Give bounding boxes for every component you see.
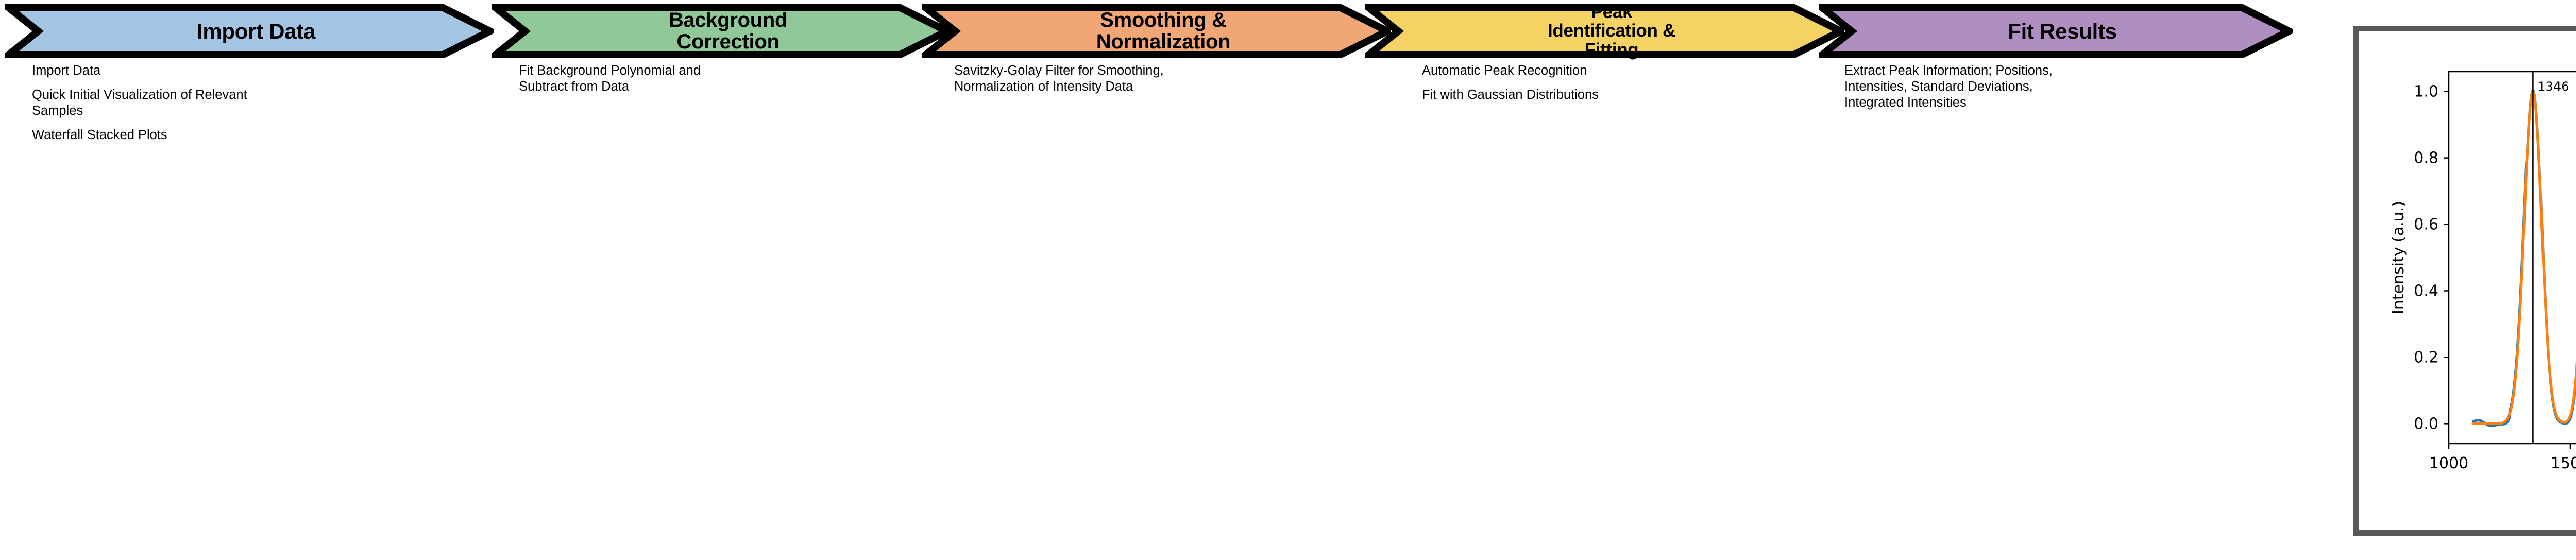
- raman-spectrum-panel: 100015002000250030000.00.20.40.60.81.0Ra…: [2353, 26, 2576, 536]
- flow-step-smoothing-normalization[interactable]: Smoothing & Normalization Savitzky-Golay…: [922, 0, 1417, 560]
- step-description-1: Import Data Quick Initial Visualization …: [32, 63, 253, 143]
- chevron-shape-5[interactable]: Fit Results: [1819, 4, 2293, 58]
- svg-text:1346: 1346: [2537, 79, 2569, 94]
- chevron-shape-3[interactable]: Smoothing & Normalization: [922, 4, 1391, 58]
- chevron-graphic-4: [1365, 4, 1844, 58]
- svg-text:1000: 1000: [2429, 454, 2468, 472]
- chevron-graphic-5: [1819, 4, 2293, 58]
- chevron-shape-1[interactable]: Import Data: [5, 4, 494, 58]
- flow-step-background-correction[interactable]: Background Correction Fit Background Pol…: [492, 0, 976, 560]
- step-description-5: Extract Peak Information; Positions, Int…: [1844, 63, 2081, 111]
- desc-line: Waterfall Stacked Plots: [32, 128, 167, 143]
- step-description-2: Fit Background Polynomial and Subtract f…: [519, 63, 735, 95]
- svg-text:0.6: 0.6: [2414, 216, 2438, 234]
- svg-text:Intensity (a.u.): Intensity (a.u.): [2389, 201, 2408, 314]
- svg-text:0.2: 0.2: [2414, 348, 2438, 366]
- flow-step-fit-results[interactable]: Fit Results Extract Peak Information; Po…: [1819, 0, 2339, 560]
- step-description-3: Savitzky-Golay Filter for Smoothing, Nor…: [954, 63, 1171, 95]
- process-flow-diagram: Import Data Import Data Quick Initial Vi…: [5, 0, 2339, 560]
- desc-line: Quick Initial Visualization of Relevant …: [32, 88, 247, 118]
- desc-line: Automatic Peak Recognition: [1422, 63, 1587, 78]
- flow-step-peak-identification-fitting[interactable]: Peak Identification & Fitting Automatic …: [1365, 0, 1875, 560]
- desc-line: Fit with Gaussian Distributions: [1422, 88, 1599, 103]
- desc-line: Savitzky-Golay Filter for Smoothing, Nor…: [954, 63, 1164, 94]
- chevron-graphic-3: [922, 4, 1391, 58]
- flow-step-import-data[interactable]: Import Data Import Data Quick Initial Vi…: [5, 0, 520, 560]
- chevron-shape-4[interactable]: Peak Identification & Fitting: [1365, 3, 1844, 59]
- svg-text:0.0: 0.0: [2414, 415, 2438, 433]
- chevron-graphic-1: [5, 4, 494, 58]
- chevron-shape-2[interactable]: Background Correction: [492, 4, 951, 58]
- desc-line: Extract Peak Information; Positions, Int…: [1844, 63, 2053, 110]
- svg-text:0.8: 0.8: [2414, 149, 2438, 167]
- desc-line: Import Data: [32, 63, 101, 78]
- chevron-graphic-2: [492, 4, 951, 58]
- step-description-4: Automatic Peak Recognition Fit with Gaus…: [1422, 63, 1638, 103]
- svg-text:0.4: 0.4: [2414, 282, 2438, 300]
- desc-line: Fit Background Polynomial and Subtract f…: [519, 63, 701, 94]
- raman-chart[interactable]: 100015002000250030000.00.20.40.60.81.0Ra…: [2359, 31, 2576, 530]
- svg-text:1.0: 1.0: [2414, 83, 2438, 101]
